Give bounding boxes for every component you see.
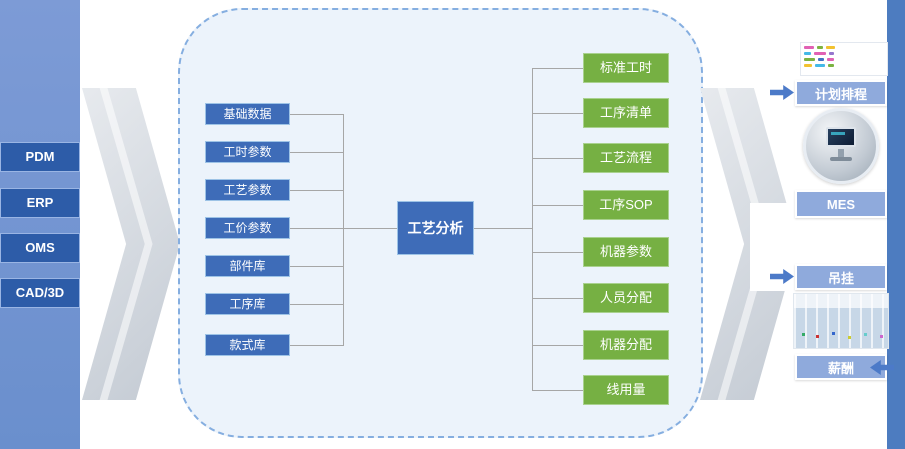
thumb-mark	[817, 46, 823, 49]
output-box-operation-sop: 工序SOP	[583, 190, 669, 220]
input-box-basic-data: 基础数据	[205, 103, 290, 125]
input-box-style-library: 款式库	[205, 334, 290, 356]
thumb-mark	[826, 46, 835, 49]
connector	[532, 113, 583, 114]
thumb-mark	[827, 58, 834, 61]
connector	[290, 304, 343, 305]
equipment-screen	[826, 127, 856, 147]
output-box-staff-allocation: 人员分配	[583, 283, 669, 313]
right-item-planning: 计划排程	[795, 80, 887, 106]
connector-feed-right	[474, 228, 532, 229]
connector	[290, 152, 343, 153]
output-box-standard-hours: 标准工时	[583, 53, 669, 83]
connector	[532, 298, 583, 299]
flow-arrow-left	[82, 88, 180, 400]
connector	[532, 345, 583, 346]
input-box-process-params: 工艺参数	[205, 179, 290, 201]
thumb-mark	[804, 52, 811, 55]
source-system-cad3d: CAD/3D	[0, 278, 80, 308]
connector	[290, 345, 343, 346]
connector	[532, 158, 583, 159]
connector	[532, 390, 583, 391]
arrow-into-planning	[770, 85, 794, 100]
input-box-operation-library: 工序库	[205, 293, 290, 315]
thumb-mark	[818, 58, 824, 61]
source-systems-bar: PDM ERP OMS CAD/3D	[0, 0, 80, 449]
input-box-work-hour-params: 工时参数	[205, 141, 290, 163]
input-box-labor-price-params: 工价参数	[205, 217, 290, 239]
source-system-erp: ERP	[0, 188, 80, 218]
right-edge-bar	[887, 0, 905, 449]
source-system-pdm: PDM	[0, 142, 80, 172]
output-box-machine-params: 机器参数	[583, 237, 669, 267]
thumb-mark	[804, 46, 814, 49]
connector-feed-left	[343, 228, 397, 229]
workshop-photo	[793, 293, 889, 349]
right-item-hanging: 吊挂	[795, 264, 887, 290]
output-box-thread-usage: 线用量	[583, 375, 669, 405]
equipment-base	[830, 157, 852, 161]
connector	[290, 114, 343, 115]
output-box-machine-allocation: 机器分配	[583, 330, 669, 360]
connector	[290, 266, 343, 267]
connector	[532, 205, 583, 206]
right-item-mes: MES	[795, 190, 887, 218]
input-box-parts-library: 部件库	[205, 255, 290, 277]
equipment-stand	[838, 149, 844, 158]
analysis-box: 工艺分析	[397, 201, 474, 255]
output-box-operation-list: 工序清单	[583, 98, 669, 128]
connector	[290, 190, 343, 191]
connector	[290, 228, 343, 229]
connector	[532, 252, 583, 253]
connector	[532, 68, 583, 69]
thumb-mark	[815, 64, 825, 67]
thumb-mark	[814, 52, 826, 55]
thumbnail-row	[804, 46, 884, 49]
schedule-chart-thumbnail	[800, 42, 888, 76]
connector-bus-right	[532, 68, 533, 391]
equipment-photo	[803, 108, 879, 184]
thumb-mark	[804, 58, 815, 61]
thumb-mark	[804, 64, 812, 67]
thumb-mark	[829, 52, 834, 55]
output-box-process-flow: 工艺流程	[583, 143, 669, 173]
thumbnail-row	[804, 58, 884, 61]
connector-bus-left	[343, 114, 344, 346]
thumbnail-row	[804, 64, 884, 67]
source-system-oms: OMS	[0, 233, 80, 263]
thumb-mark	[828, 64, 834, 67]
thumbnail-row	[804, 52, 884, 55]
